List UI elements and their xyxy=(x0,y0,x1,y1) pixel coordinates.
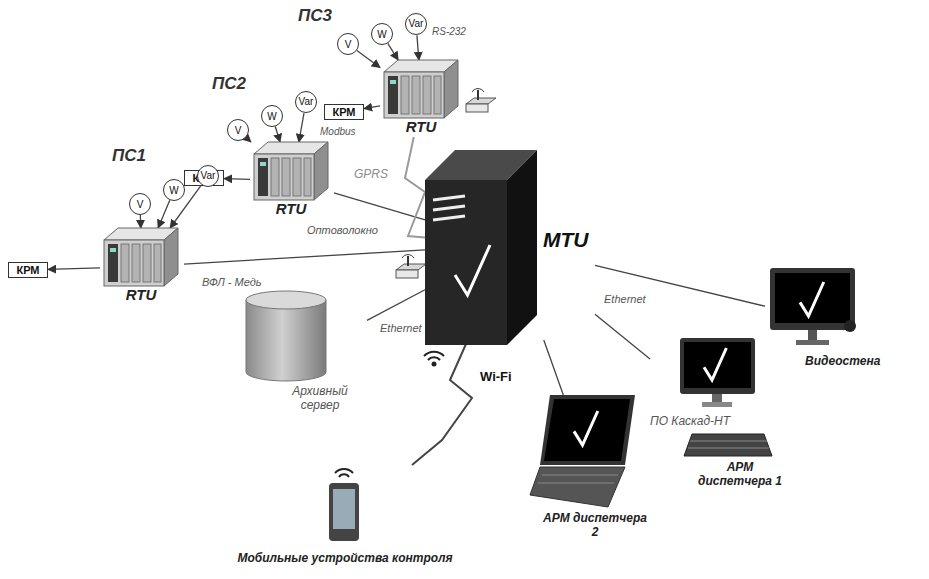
wifi-symbol xyxy=(424,352,444,366)
video-wall: Видеостена xyxy=(765,268,905,378)
connector xyxy=(364,106,380,109)
archive-server-icon xyxy=(245,290,327,382)
meter-circle: W xyxy=(163,179,185,201)
node-label: КРМ xyxy=(16,264,39,276)
operator-laptop: АРМ диспетчера 2 xyxy=(530,395,650,545)
rtu-device: RTU xyxy=(100,228,184,305)
connector xyxy=(246,138,251,142)
edge-label: Ethernet xyxy=(378,322,424,335)
node-label: V xyxy=(235,125,242,136)
connector xyxy=(388,43,398,60)
node-label: Мобильные устройства контроля xyxy=(225,551,465,565)
connector xyxy=(367,290,425,321)
edge-label: ВФЛ - Медь xyxy=(200,276,264,289)
connector xyxy=(224,178,250,180)
router-icon xyxy=(466,89,496,112)
node-label: W xyxy=(169,185,178,196)
connector xyxy=(417,35,419,60)
connector xyxy=(357,51,380,68)
node-label: Var xyxy=(201,170,216,181)
node-label: Видеостена xyxy=(805,354,880,368)
rtu-device-icon xyxy=(384,60,458,118)
node-label: Архивный сервер xyxy=(275,384,365,412)
connector xyxy=(140,215,142,228)
meter-circle: Var xyxy=(405,13,428,36)
meter-circle: V xyxy=(337,33,359,55)
connector xyxy=(275,127,280,142)
connector xyxy=(412,340,472,465)
compensator-box: КРМ xyxy=(324,104,364,120)
substation-label: ПС3 xyxy=(298,6,332,26)
node-label: ПО Каскад-НТ xyxy=(650,414,730,428)
connector xyxy=(544,340,564,395)
compensator-box: КРМ xyxy=(8,262,48,278)
operator-laptop-icon xyxy=(530,395,635,507)
edge-label: GPRS xyxy=(352,168,390,181)
rtu-device-icon xyxy=(254,142,328,200)
mtu-server: MTU xyxy=(425,150,595,340)
node-label: V xyxy=(137,199,144,210)
node-label: Var xyxy=(409,18,424,29)
connector xyxy=(48,268,100,270)
meter-circle: V xyxy=(227,119,249,141)
mobile-device-icon xyxy=(327,465,361,541)
node-label: КРМ xyxy=(332,106,355,118)
connector xyxy=(334,193,425,220)
edge-label: Оптоволокно xyxy=(305,224,380,237)
connector xyxy=(405,137,425,238)
node-label: Var xyxy=(299,96,314,107)
operator-workstation: ПО Каскад-НТ АРМ диспетчера 1 xyxy=(650,338,795,498)
node-label: W xyxy=(267,111,276,122)
substation-label: ПС1 xyxy=(112,146,146,166)
connector xyxy=(595,314,650,359)
protocol-label: RS-232 xyxy=(432,26,466,37)
node-label: АРМ диспетчера 1 xyxy=(690,460,790,488)
archive-server: Архивный сервер xyxy=(245,290,367,415)
video-wall-icon xyxy=(770,268,855,348)
node-label: W xyxy=(377,29,386,40)
router-icon xyxy=(396,255,426,278)
node-label: RTU xyxy=(100,286,182,303)
substation-label: ПС2 xyxy=(212,74,246,94)
connector xyxy=(170,185,201,228)
meter-circle: Var xyxy=(295,91,318,114)
operator-workstation-icon xyxy=(678,338,773,458)
node-label: V xyxy=(345,39,352,50)
edge-label: Wi-Fi xyxy=(478,370,514,383)
mobile-device: Мобильные устройства контроля xyxy=(225,465,467,575)
connector xyxy=(299,113,304,142)
rtu-device: RTU xyxy=(250,142,334,219)
node-label: MTU xyxy=(543,228,589,252)
mtu-server-icon xyxy=(425,150,537,345)
node-label: RTU xyxy=(380,118,462,135)
edge-label: Ethernet xyxy=(602,293,648,306)
meter-circle: V xyxy=(129,193,151,215)
rtu-device-icon xyxy=(104,228,178,286)
connector xyxy=(184,250,425,264)
meter-circle: W xyxy=(261,105,283,127)
connector xyxy=(158,200,170,228)
node-label: RTU xyxy=(250,200,332,217)
protocol-label: Modbus xyxy=(320,126,356,137)
connector xyxy=(595,265,765,306)
rtu-device: RTU xyxy=(380,60,464,137)
node-label: АРМ диспетчера 2 xyxy=(542,511,648,539)
meter-circle: W xyxy=(371,23,393,45)
